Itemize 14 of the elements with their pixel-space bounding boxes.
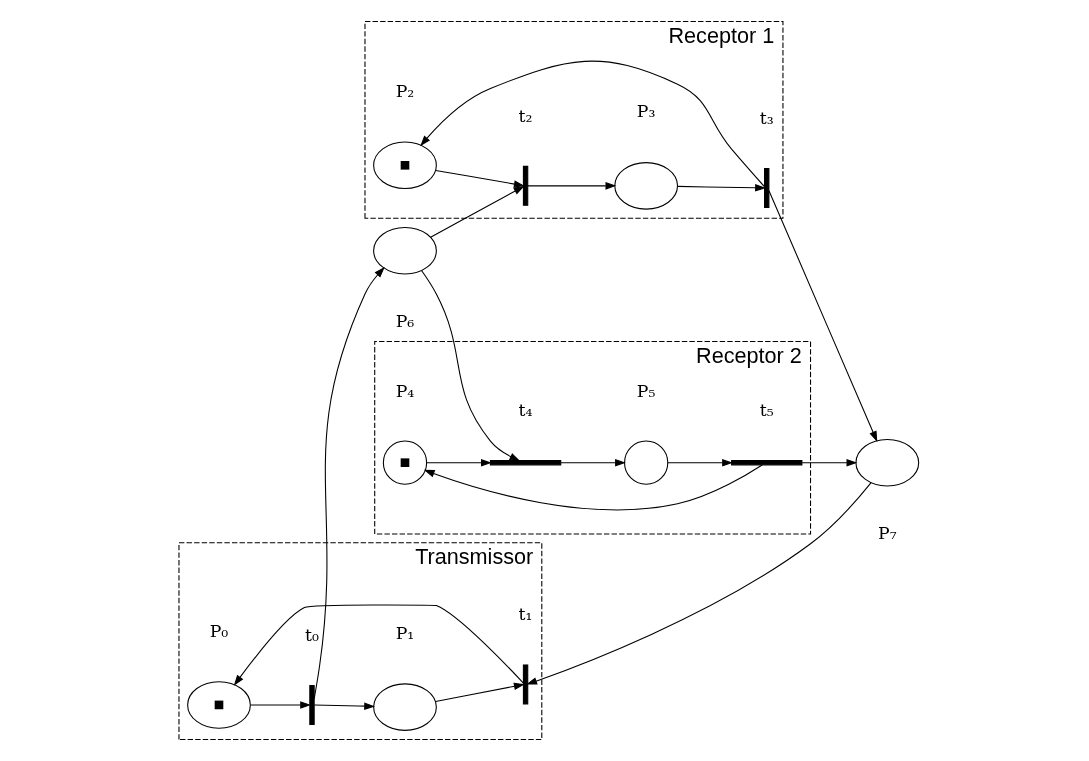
node-label: P₀ (209, 620, 229, 641)
node-label: t₀ (305, 624, 319, 645)
node-label: t₅ (759, 399, 774, 420)
node-label: t₂ (518, 105, 533, 126)
node-label: P₃ (636, 101, 656, 122)
node-label: P₁ (395, 622, 415, 643)
node-label: t₁ (518, 604, 533, 625)
node-label: P₂ (395, 80, 415, 101)
node-label: P₆ (395, 311, 415, 332)
node-label: P₄ (395, 380, 415, 401)
node-label: t₄ (518, 399, 533, 420)
node-label: t₃ (759, 107, 774, 128)
node-label: P₅ (636, 380, 656, 401)
node-label: P₇ (878, 523, 897, 544)
